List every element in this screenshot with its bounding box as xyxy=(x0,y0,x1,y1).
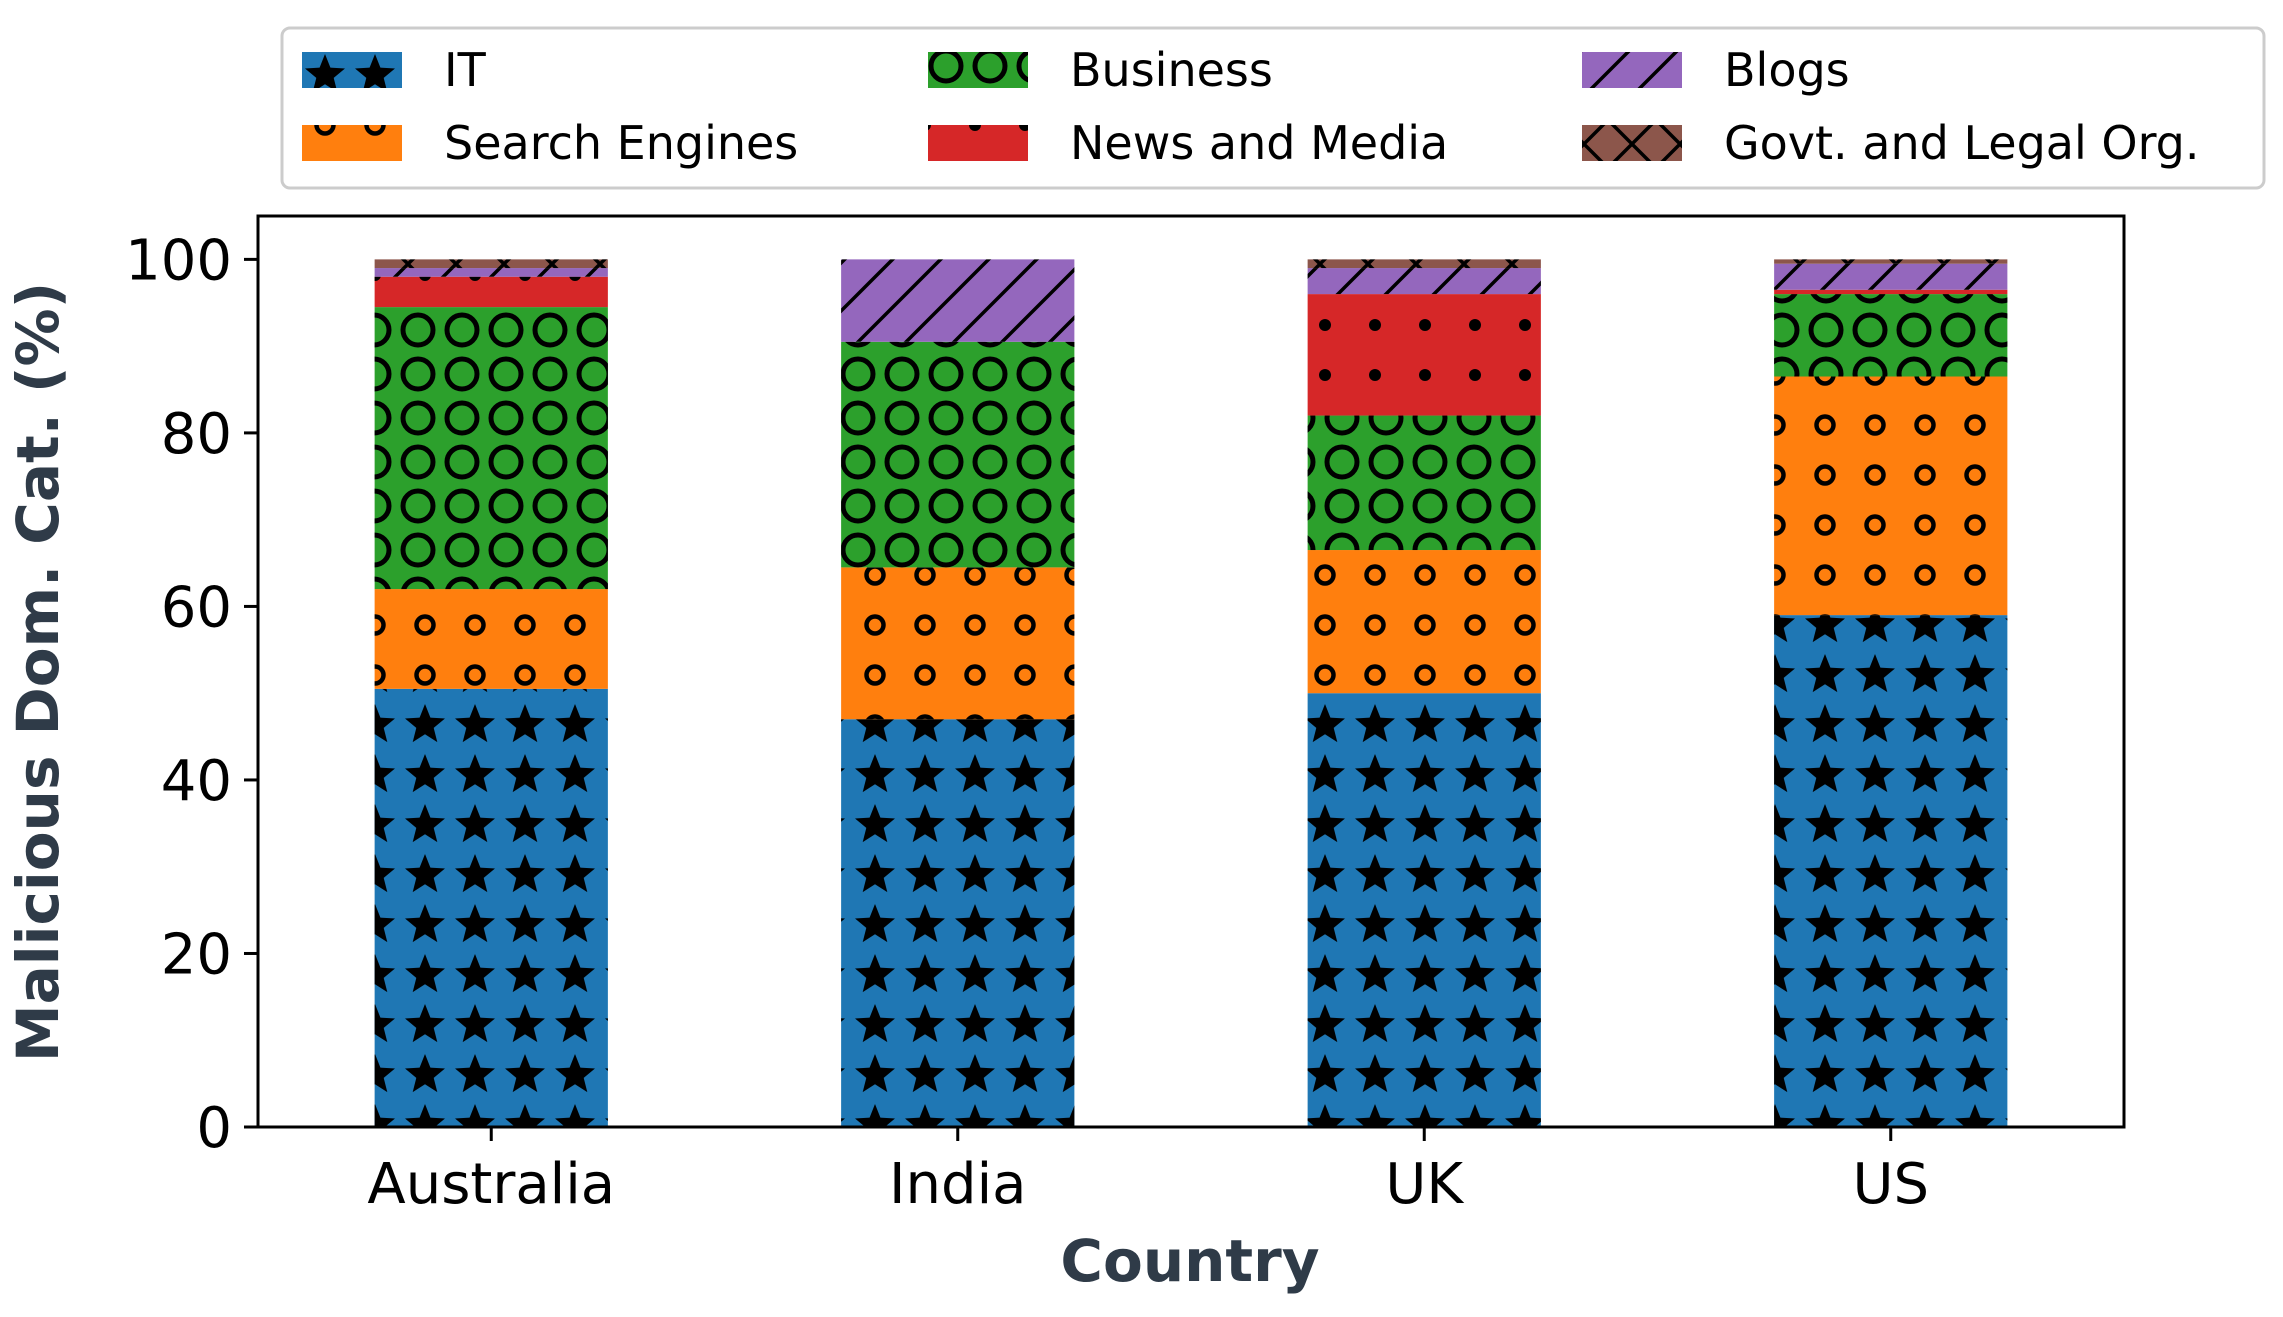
y-tick-label: 40 xyxy=(161,749,232,814)
bar-segment-news-and-media xyxy=(1774,289,2008,295)
y-tick-label: 20 xyxy=(161,922,232,987)
bar-segment-news-and-media xyxy=(1307,294,1541,416)
legend-box xyxy=(280,26,2266,190)
bar-segment-search-engines xyxy=(374,589,608,689)
legend-swatch xyxy=(928,52,1028,88)
plot-frame xyxy=(256,214,2126,1129)
bar-segment-blogs xyxy=(841,259,1075,342)
bar-segment-search-engines xyxy=(1774,376,2008,616)
legend-item-govt-and-legal-org: Govt. and Legal Org. xyxy=(1582,116,2200,170)
y-axis-label: Malicious Dom. Cat. (%) xyxy=(4,282,72,1062)
bar-segment-it xyxy=(841,719,1075,1127)
bar-segment-search-engines xyxy=(841,567,1075,720)
legend-label: Business xyxy=(1070,43,1273,97)
bar-segment-business xyxy=(1307,415,1541,551)
x-tick-label: India xyxy=(889,1152,1026,1217)
x-tick-label: Australia xyxy=(367,1152,615,1217)
bar-segment-it xyxy=(1307,693,1541,1127)
bar-segment-it xyxy=(374,688,608,1127)
y-tick-label: 80 xyxy=(161,402,232,467)
bar-segment-govt-and-legal-org xyxy=(374,259,608,269)
legend-swatch xyxy=(1582,52,1682,88)
legend-label: Blogs xyxy=(1724,43,1850,97)
bar-segment-blogs xyxy=(374,268,608,277)
y-tick-label: 100 xyxy=(125,228,232,293)
bars-group xyxy=(374,259,2008,1127)
bar-segment-business xyxy=(1774,294,2008,377)
legend-label: Search Engines xyxy=(444,116,798,170)
x-tick-label: UK xyxy=(1385,1152,1464,1217)
legend-item-it: IT xyxy=(302,43,487,97)
legend-swatch xyxy=(302,52,402,88)
legend-label: Govt. and Legal Org. xyxy=(1724,116,2200,170)
bar-segment-it xyxy=(1774,615,2008,1127)
legend-item-search-engines: Search Engines xyxy=(302,116,798,170)
legend-item-news-and-media: News and Media xyxy=(928,116,1448,170)
x-tick-label: US xyxy=(1852,1152,1929,1217)
y-tick-label: 60 xyxy=(161,575,232,640)
legend-swatch xyxy=(302,125,402,161)
legend-label: IT xyxy=(444,43,487,97)
bar-segment-govt-and-legal-org xyxy=(1774,259,2008,264)
bar-segment-govt-and-legal-org xyxy=(1307,259,1541,269)
bar-segment-news-and-media xyxy=(374,276,608,308)
bar-segment-business xyxy=(374,307,608,590)
legend-item-business: Business xyxy=(928,43,1273,97)
legend-swatch xyxy=(1582,125,1682,161)
x-axis-label: Country xyxy=(1060,1227,1319,1295)
bar-segment-search-engines xyxy=(1307,550,1541,694)
bar-segment-blogs xyxy=(1307,268,1541,295)
bar-segment-blogs xyxy=(1774,263,2008,290)
y-tick-label: 0 xyxy=(196,1096,232,1161)
legend-item-blogs: Blogs xyxy=(1582,43,1850,97)
legend-swatch xyxy=(928,125,1028,161)
legend-label: News and Media xyxy=(1070,116,1448,170)
bar-segment-business xyxy=(841,341,1075,568)
